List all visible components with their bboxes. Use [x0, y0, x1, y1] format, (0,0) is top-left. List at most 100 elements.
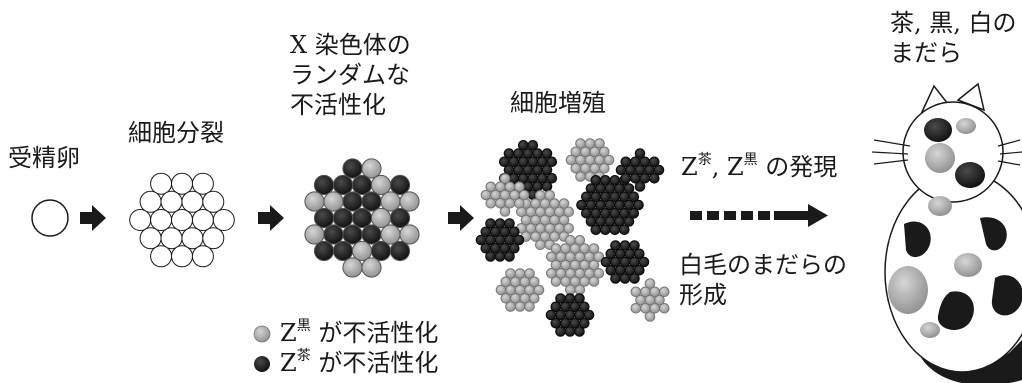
dashed-arrow-icon [690, 204, 828, 227]
cell-circle [544, 190, 556, 201]
legend-item-grey: Z黒 が不活性化 [280, 318, 439, 347]
cell-circle [351, 174, 373, 196]
cell-circle [546, 173, 558, 184]
cell-circle [649, 156, 660, 168]
legend-grey-swatch [253, 325, 271, 343]
cell-circle [558, 198, 570, 209]
cell-circle [546, 156, 558, 168]
cell-circle [342, 191, 363, 212]
cell-circle [181, 190, 204, 213]
cell-circle [514, 198, 525, 209]
cell-circle [389, 207, 411, 229]
cell-circle [575, 171, 586, 182]
cell-circle [139, 190, 162, 213]
cell-circle [504, 218, 515, 229]
cell-circle [524, 268, 535, 279]
cell-circle [654, 294, 665, 306]
white-patch-line-1: 白毛のまだらの [679, 251, 847, 279]
cell-circle [634, 265, 645, 276]
cell-division-label: 細胞分裂 [128, 119, 224, 147]
cell-circle [541, 181, 553, 192]
cell-circle [620, 173, 632, 184]
cell-circle [332, 174, 354, 196]
proliferated-cells [475, 138, 670, 337]
cell-circle [628, 208, 640, 219]
cell-circle [653, 164, 665, 176]
cell-circle [634, 248, 645, 260]
cell-circle [370, 207, 392, 229]
cell-circle [588, 259, 600, 271]
inactivated-cells [304, 158, 420, 278]
white-patch-line-2: 形成 [679, 281, 727, 309]
cell-circle [361, 224, 382, 245]
cell-circle [399, 224, 420, 245]
cell-circle [633, 199, 644, 211]
cell-circle [351, 207, 373, 229]
cell-circle [323, 224, 344, 245]
cell-circle [629, 273, 640, 284]
dividing-cells [129, 172, 235, 268]
cell-circle [160, 227, 183, 250]
cell-circle [380, 191, 401, 212]
cell-circle [313, 174, 335, 196]
cell-circle [505, 301, 516, 312]
cell-circle [342, 158, 363, 179]
cell-circle [628, 191, 640, 203]
cell-circle [129, 209, 152, 231]
cell-circle [171, 209, 193, 231]
cell-circle [509, 243, 520, 254]
cell-circle [191, 172, 214, 195]
cell-circle [361, 257, 382, 278]
cell-circle [609, 224, 621, 236]
cell-circle [342, 257, 363, 278]
cell-circle [191, 245, 214, 268]
cell-circle [171, 245, 193, 268]
cell-circle [550, 276, 562, 287]
cell-circle [370, 174, 392, 196]
legend-item-dark: Z茶 が不活性化 [280, 348, 439, 377]
cell-circle [659, 303, 670, 314]
cat-title-label: 茶, 黒, 白の まだら [890, 8, 1017, 68]
cell-circle [590, 224, 602, 236]
x-inactivation-line-3: 不活性化 [290, 91, 386, 119]
cell-circle [191, 209, 214, 231]
cell-circle [574, 284, 586, 296]
arrow-icon [448, 205, 474, 231]
cell-circle [514, 301, 526, 312]
cell-circle [574, 326, 585, 337]
cell-circle [638, 256, 650, 268]
cell-circle [323, 191, 344, 212]
cell-circle [202, 190, 225, 213]
cell-circle [389, 240, 411, 262]
cell-circle [139, 227, 162, 250]
cell-circle [619, 273, 631, 284]
cell-circle [527, 140, 539, 151]
cell-circle [513, 234, 525, 246]
cell-circle [150, 245, 173, 268]
cell-circle [541, 148, 553, 159]
cell-circle [594, 138, 605, 149]
cell-circle [524, 301, 535, 312]
cell-circle [485, 251, 496, 262]
cell-circle [623, 216, 635, 227]
cell-circle [659, 286, 670, 298]
cell-circle [634, 181, 646, 192]
cell-circle [644, 311, 656, 322]
cell-circle [649, 173, 660, 184]
cell-circle [579, 318, 590, 329]
cat-title-line-1: 茶, 黒, 白の [890, 9, 1017, 37]
cell-circle [574, 235, 586, 246]
cell-circle [504, 251, 515, 262]
cell-circle [564, 326, 576, 337]
cell-circle [171, 172, 193, 195]
cell-circle [644, 278, 656, 289]
cell-circle [181, 227, 204, 250]
cell-circle [599, 163, 610, 174]
zygote-cell [31, 199, 69, 237]
cell-circle [332, 207, 354, 229]
cell-circle [342, 224, 363, 245]
cell-circle [313, 207, 335, 229]
cell-circle [150, 209, 173, 231]
cell-circle [579, 301, 590, 313]
